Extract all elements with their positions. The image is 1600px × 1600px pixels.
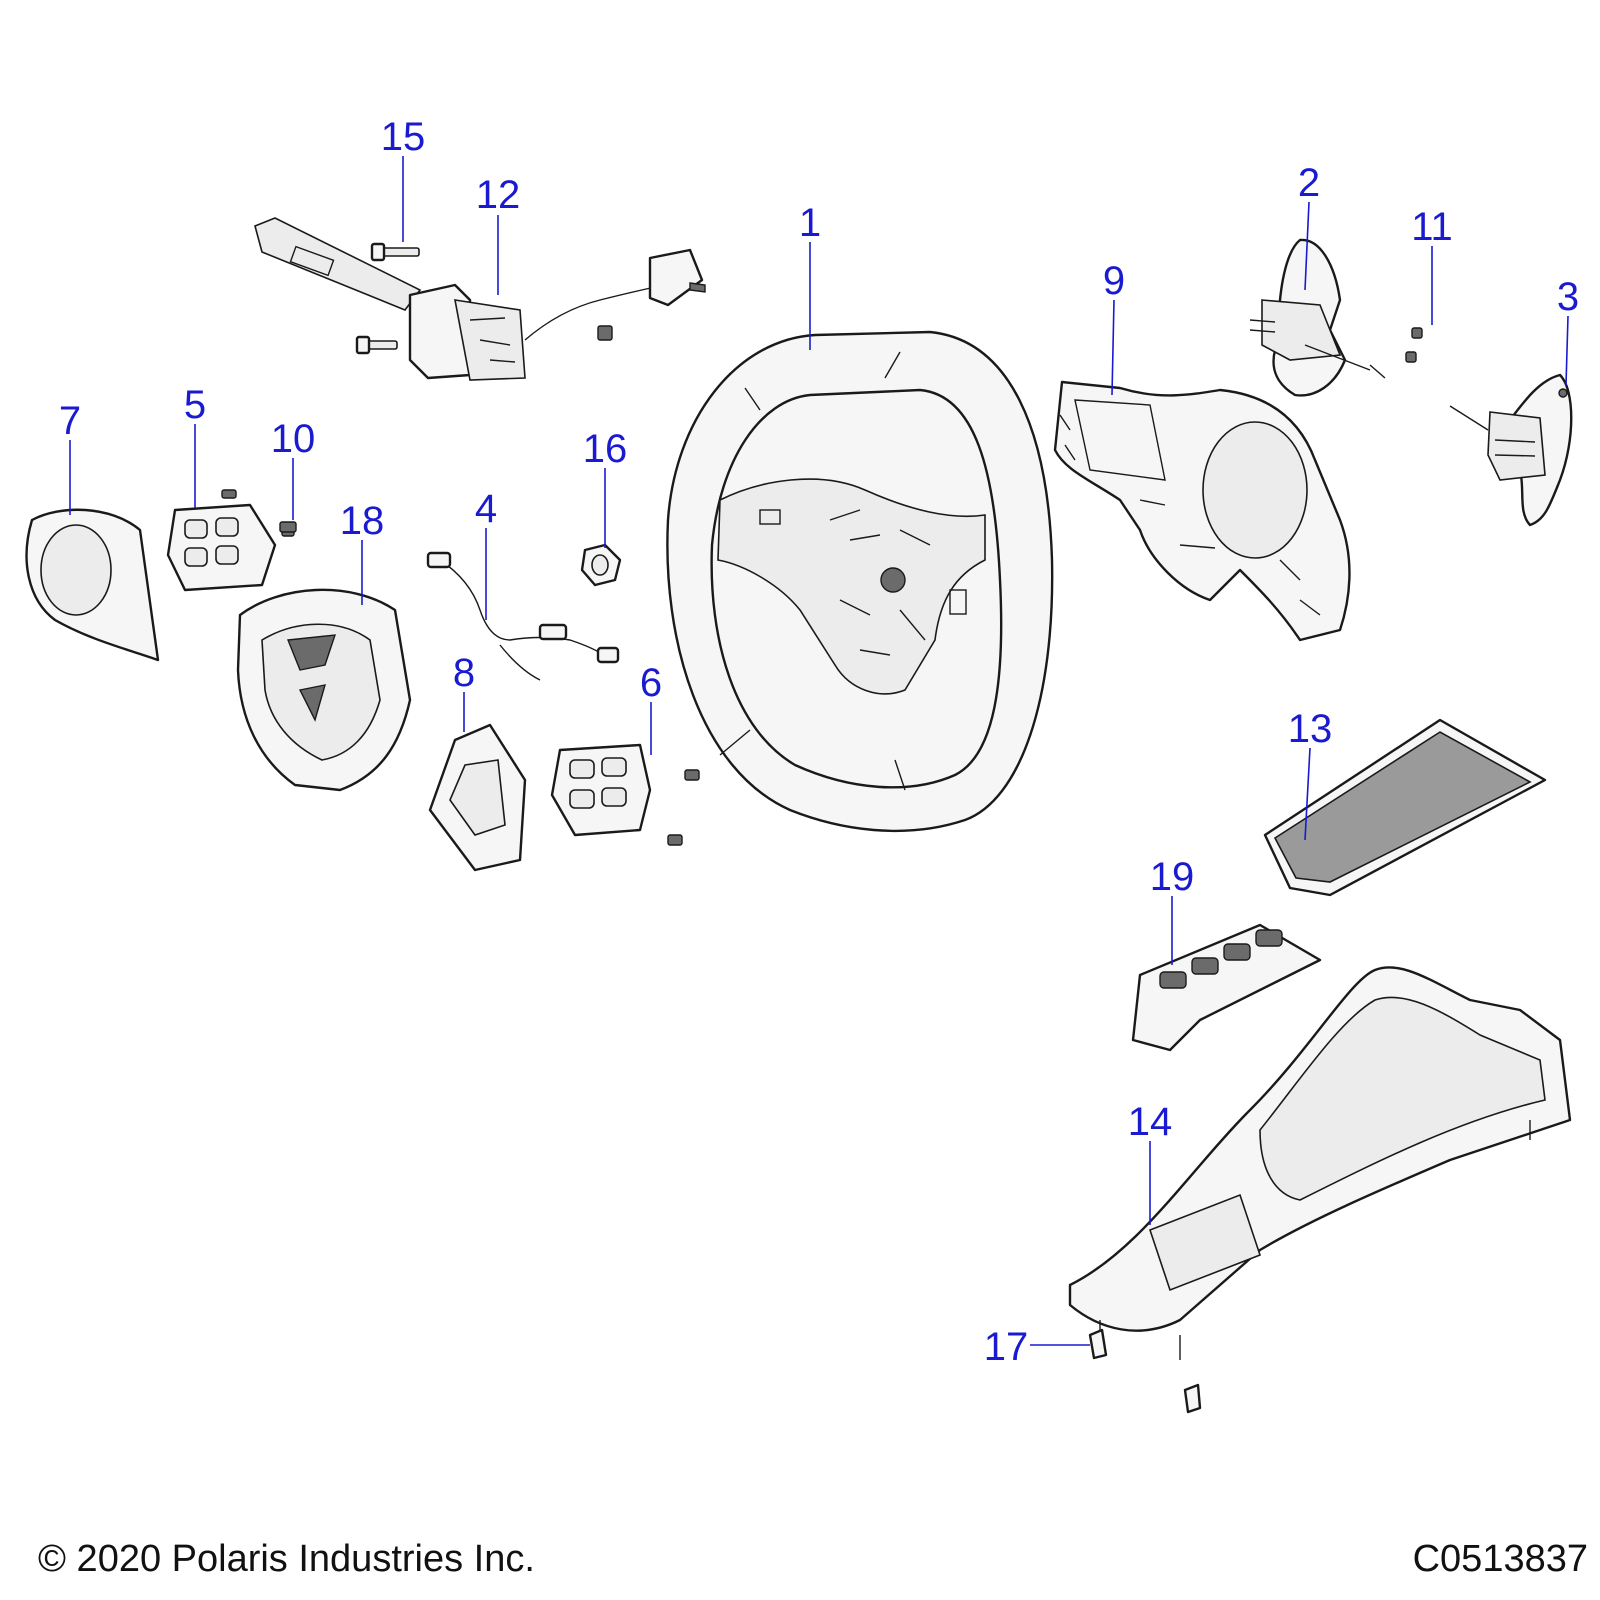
part-10-screw <box>279 521 297 533</box>
part-4-wiring-harness <box>426 551 620 681</box>
leader-lines <box>69 156 1569 1346</box>
callout-9: 9 <box>1103 259 1125 303</box>
drawing-number: C0513837 <box>1412 1538 1588 1580</box>
callout-15: 15 <box>381 115 426 159</box>
callout-5: 5 <box>184 383 206 427</box>
part-11-screws <box>1405 327 1423 363</box>
callout-16: 16 <box>583 427 628 471</box>
callout-11: 11 <box>1411 205 1453 249</box>
callout-2: 2 <box>1298 161 1320 205</box>
callout-7: 7 <box>59 399 81 443</box>
part-13-mesh-panel <box>1263 718 1547 897</box>
part-19-switch-panel <box>1131 923 1322 1052</box>
part-14-center-console <box>1068 966 1572 1360</box>
part-17-clips <box>1088 1328 1202 1414</box>
part-5-switch-pod <box>166 489 295 592</box>
part-9-wheel-shroud <box>1053 380 1351 642</box>
callout-8: 8 <box>453 651 475 695</box>
part-6-switch-pod <box>550 743 700 846</box>
part-2-paddle-shifter <box>1249 238 1386 397</box>
part-7-trim-bezel <box>25 508 160 662</box>
part-3-paddle-shifter <box>1449 373 1573 527</box>
part-15-bolt <box>355 242 420 355</box>
callout-13: 13 <box>1288 707 1333 751</box>
part-12-column-switch <box>254 217 706 381</box>
callout-12: 12 <box>476 173 521 217</box>
part-16-nut <box>580 543 622 587</box>
callout-6: 6 <box>640 661 662 705</box>
callout-1: 1 <box>799 201 821 245</box>
part-8-trim-bezel <box>428 723 527 872</box>
callout-3: 3 <box>1557 275 1579 319</box>
callout-14: 14 <box>1128 1100 1173 1144</box>
part-1-steering-wheel <box>666 330 1054 833</box>
callout-10: 10 <box>271 417 316 461</box>
callout-18: 18 <box>340 499 385 543</box>
callouts: 1 2 3 4 5 6 7 8 9 10 11 12 13 14 15 16 1… <box>59 115 1579 1369</box>
copyright-text: © 2020 Polaris Industries Inc. <box>38 1538 535 1580</box>
part-18-horn-pad <box>236 588 412 792</box>
callout-19: 19 <box>1150 855 1195 899</box>
callout-4: 4 <box>475 487 497 531</box>
callout-17: 17 <box>984 1325 1029 1369</box>
